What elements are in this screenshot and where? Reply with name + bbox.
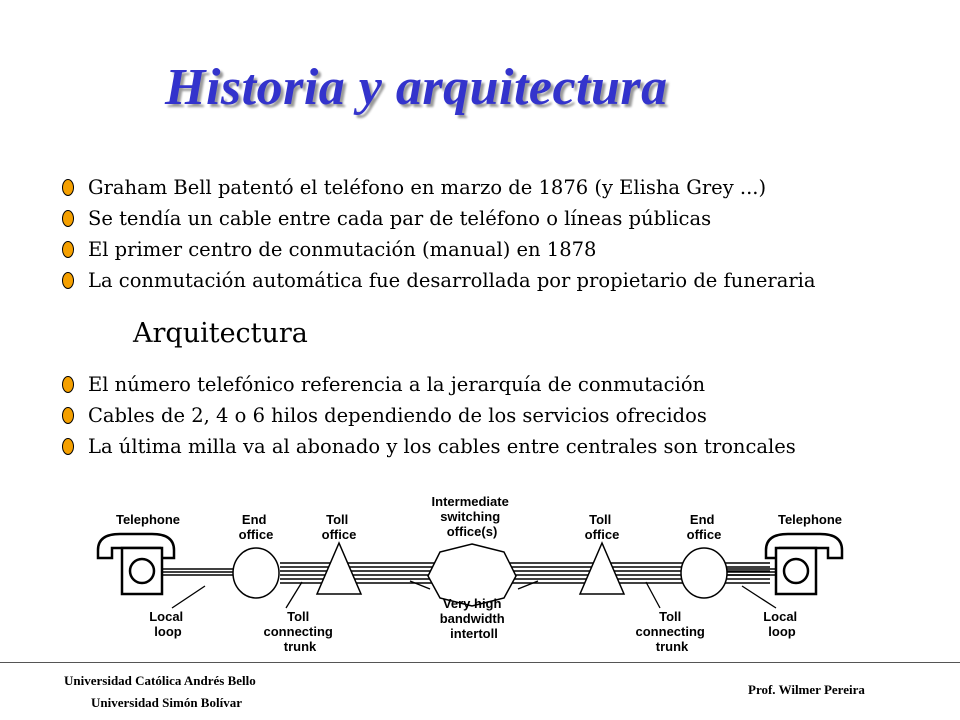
- telephone-left-icon: [96, 532, 176, 596]
- architecture-item: La última milla va al abonado y los cabl…: [60, 431, 796, 462]
- bullet-icon: [62, 272, 74, 289]
- section-heading: Arquitectura: [133, 318, 308, 349]
- toll-office-right-icon: [578, 541, 626, 595]
- end-office-right-label: End office: [687, 512, 722, 542]
- architecture-item-text: La última milla va al abonado y los cabl…: [88, 435, 796, 458]
- bullet-icon: [62, 407, 74, 424]
- architecture-item-text: El número telefónico referencia a la jer…: [88, 373, 706, 396]
- university-name-1: Universidad Católica Andrés Bello: [64, 673, 256, 688]
- local-loop-left-label: Local loop: [149, 609, 187, 639]
- bullet-icon: [62, 179, 74, 196]
- local-loop-right-label: Local loop: [763, 609, 801, 639]
- history-item-text: La conmutación automática fue desarrolla…: [88, 269, 816, 292]
- end-office-left-label: End office: [239, 512, 274, 542]
- telephone-right-icon: [764, 532, 844, 596]
- architecture-item-text: Cables de 2, 4 o 6 hilos dependiendo de …: [88, 404, 707, 427]
- bullet-icon: [62, 241, 74, 258]
- end-office-left-icon: [232, 547, 280, 599]
- toll-trunk-right-label: Toll connecting trunk: [636, 609, 709, 653]
- slide-title: Historia y arquitectura: [165, 59, 668, 116]
- university-name-2: Universidad Simón Bolívar: [91, 695, 242, 710]
- telephone-left-label: Telephone: [116, 512, 180, 527]
- telephone-right-label: Telephone: [778, 512, 842, 527]
- architecture-list: El número telefónico referencia a la jer…: [60, 369, 796, 462]
- history-item: Se tendía un cable entre cada par de tel…: [60, 203, 816, 234]
- bullet-icon: [62, 376, 74, 393]
- intermediate-label: Intermediate switching office(s): [432, 494, 513, 539]
- intermediate-switching-icon: [427, 543, 517, 607]
- toll-office-left-icon: [315, 541, 363, 595]
- bullet-icon: [62, 438, 74, 455]
- history-item-text: El primer centro de conmutación (manual)…: [88, 238, 597, 261]
- architecture-item: El número telefónico referencia a la jer…: [60, 369, 796, 400]
- history-list: Graham Bell patentó el teléfono en marzo…: [60, 172, 816, 296]
- architecture-item: Cables de 2, 4 o 6 hilos dependiendo de …: [60, 400, 796, 431]
- professor-name: Prof. Wilmer Pereira: [748, 682, 865, 697]
- history-item: El primer centro de conmutación (manual)…: [60, 234, 816, 265]
- telephone-network-diagram: Telephone End office Toll office Interme…: [96, 494, 844, 653]
- toll-office-right-label: Toll office: [585, 512, 620, 542]
- history-item: La conmutación automática fue desarrolla…: [60, 265, 816, 296]
- intertoll-label: Very high bandwidth intertoll: [440, 596, 509, 641]
- bullet-icon: [62, 210, 74, 227]
- end-office-right-icon: [680, 547, 728, 599]
- toll-trunk-left-label: Toll connecting trunk: [264, 609, 337, 653]
- toll-office-left-label: Toll office: [322, 512, 357, 542]
- history-item-text: Se tendía un cable entre cada par de tel…: [88, 207, 712, 230]
- footer-divider: [0, 662, 960, 663]
- history-item: Graham Bell patentó el teléfono en marzo…: [60, 172, 816, 203]
- label-pointers: [171, 580, 777, 609]
- history-item-text: Graham Bell patentó el teléfono en marzo…: [88, 176, 767, 199]
